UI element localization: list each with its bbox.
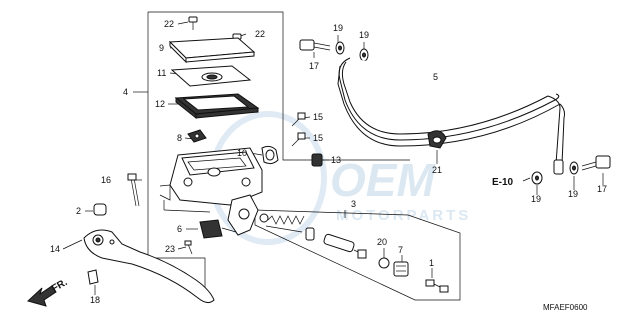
callout-14: 14	[50, 244, 60, 254]
callout-20: 20	[377, 237, 387, 247]
callout-7: 7	[398, 245, 403, 255]
callout-8: 8	[177, 133, 182, 143]
assembly-outline-3	[254, 209, 461, 301]
cap-screw-22-left	[188, 16, 198, 30]
washer-19-lower-a	[531, 171, 543, 185]
pivot-bolt-18	[87, 269, 99, 285]
oil-bolt-17-upper	[299, 39, 331, 51]
screw-15-lower	[291, 132, 306, 147]
callout-22-right: 22	[255, 29, 265, 39]
hose-clip-21	[427, 130, 447, 149]
watermark-sub: MOTORPARTS	[336, 207, 471, 224]
callout-18: 18	[90, 295, 100, 305]
oil-bolt-17-lower	[581, 155, 611, 171]
callout-23: 23	[165, 244, 175, 254]
callout-6: 6	[177, 224, 182, 234]
callout-13: 13	[331, 155, 341, 165]
diaphragm-12	[174, 93, 260, 120]
screw-16	[127, 173, 140, 207]
callout-4: 4	[123, 87, 128, 97]
plate-8	[187, 129, 207, 143]
front-arrow-icon: FR.	[27, 277, 70, 307]
callout-3: 3	[351, 199, 356, 209]
callout-17-lower: 17	[597, 184, 607, 194]
callout-16: 16	[101, 175, 111, 185]
callout-11: 11	[157, 68, 166, 78]
master-cylinder-body	[159, 147, 263, 236]
callout-19-lower-a: 19	[531, 194, 541, 204]
switch-6	[199, 219, 237, 239]
spring-piston-set	[259, 213, 367, 259]
clip-20	[378, 257, 390, 269]
screw-23	[184, 240, 193, 255]
callout-9: 9	[159, 43, 164, 53]
washer-19-upper-b	[359, 48, 369, 62]
washer-19-lower-b	[569, 161, 579, 175]
watermark-brand: OEM	[330, 154, 436, 206]
clutch-lever-14	[83, 229, 215, 304]
callout-15-upper: 15	[313, 112, 323, 122]
assembly-outline-4	[147, 11, 410, 290]
screw-15-upper	[291, 112, 306, 127]
rod-1	[425, 279, 449, 293]
clutch-hose-5	[337, 57, 565, 175]
boot-10	[261, 145, 279, 165]
pivot-cap-2	[93, 203, 107, 216]
cap-plate-11	[170, 65, 252, 87]
callout-15-lower: 15	[313, 133, 323, 143]
front-label: FR.	[50, 277, 70, 295]
callout-5: 5	[433, 72, 438, 82]
callout-12: 12	[155, 99, 165, 109]
callout-labels: 4 22 22 9 11 12 8 10 13 15 15 17 19 19 5…	[50, 19, 607, 312]
cap-13	[311, 153, 323, 167]
callout-1: 1	[429, 258, 434, 268]
callout-22-left: 22	[164, 19, 174, 29]
callout-21: 21	[432, 165, 442, 175]
callout-10: 10	[237, 148, 247, 158]
ref-label-e10: E-10	[492, 177, 514, 188]
callout-19-upper-b: 19	[359, 30, 369, 40]
callout-19-upper-a: 19	[333, 23, 343, 33]
callout-17-upper: 17	[309, 61, 319, 71]
washer-19-upper-a	[335, 41, 345, 55]
callout-2: 2	[76, 206, 81, 216]
reservoir-cap-9	[168, 37, 256, 64]
watermark-logo: OEM MOTORPARTS	[209, 111, 471, 245]
callout-19-lower-b: 19	[568, 189, 578, 199]
boot-7	[393, 261, 409, 277]
diagram-code: MFAEF0600	[543, 303, 588, 312]
